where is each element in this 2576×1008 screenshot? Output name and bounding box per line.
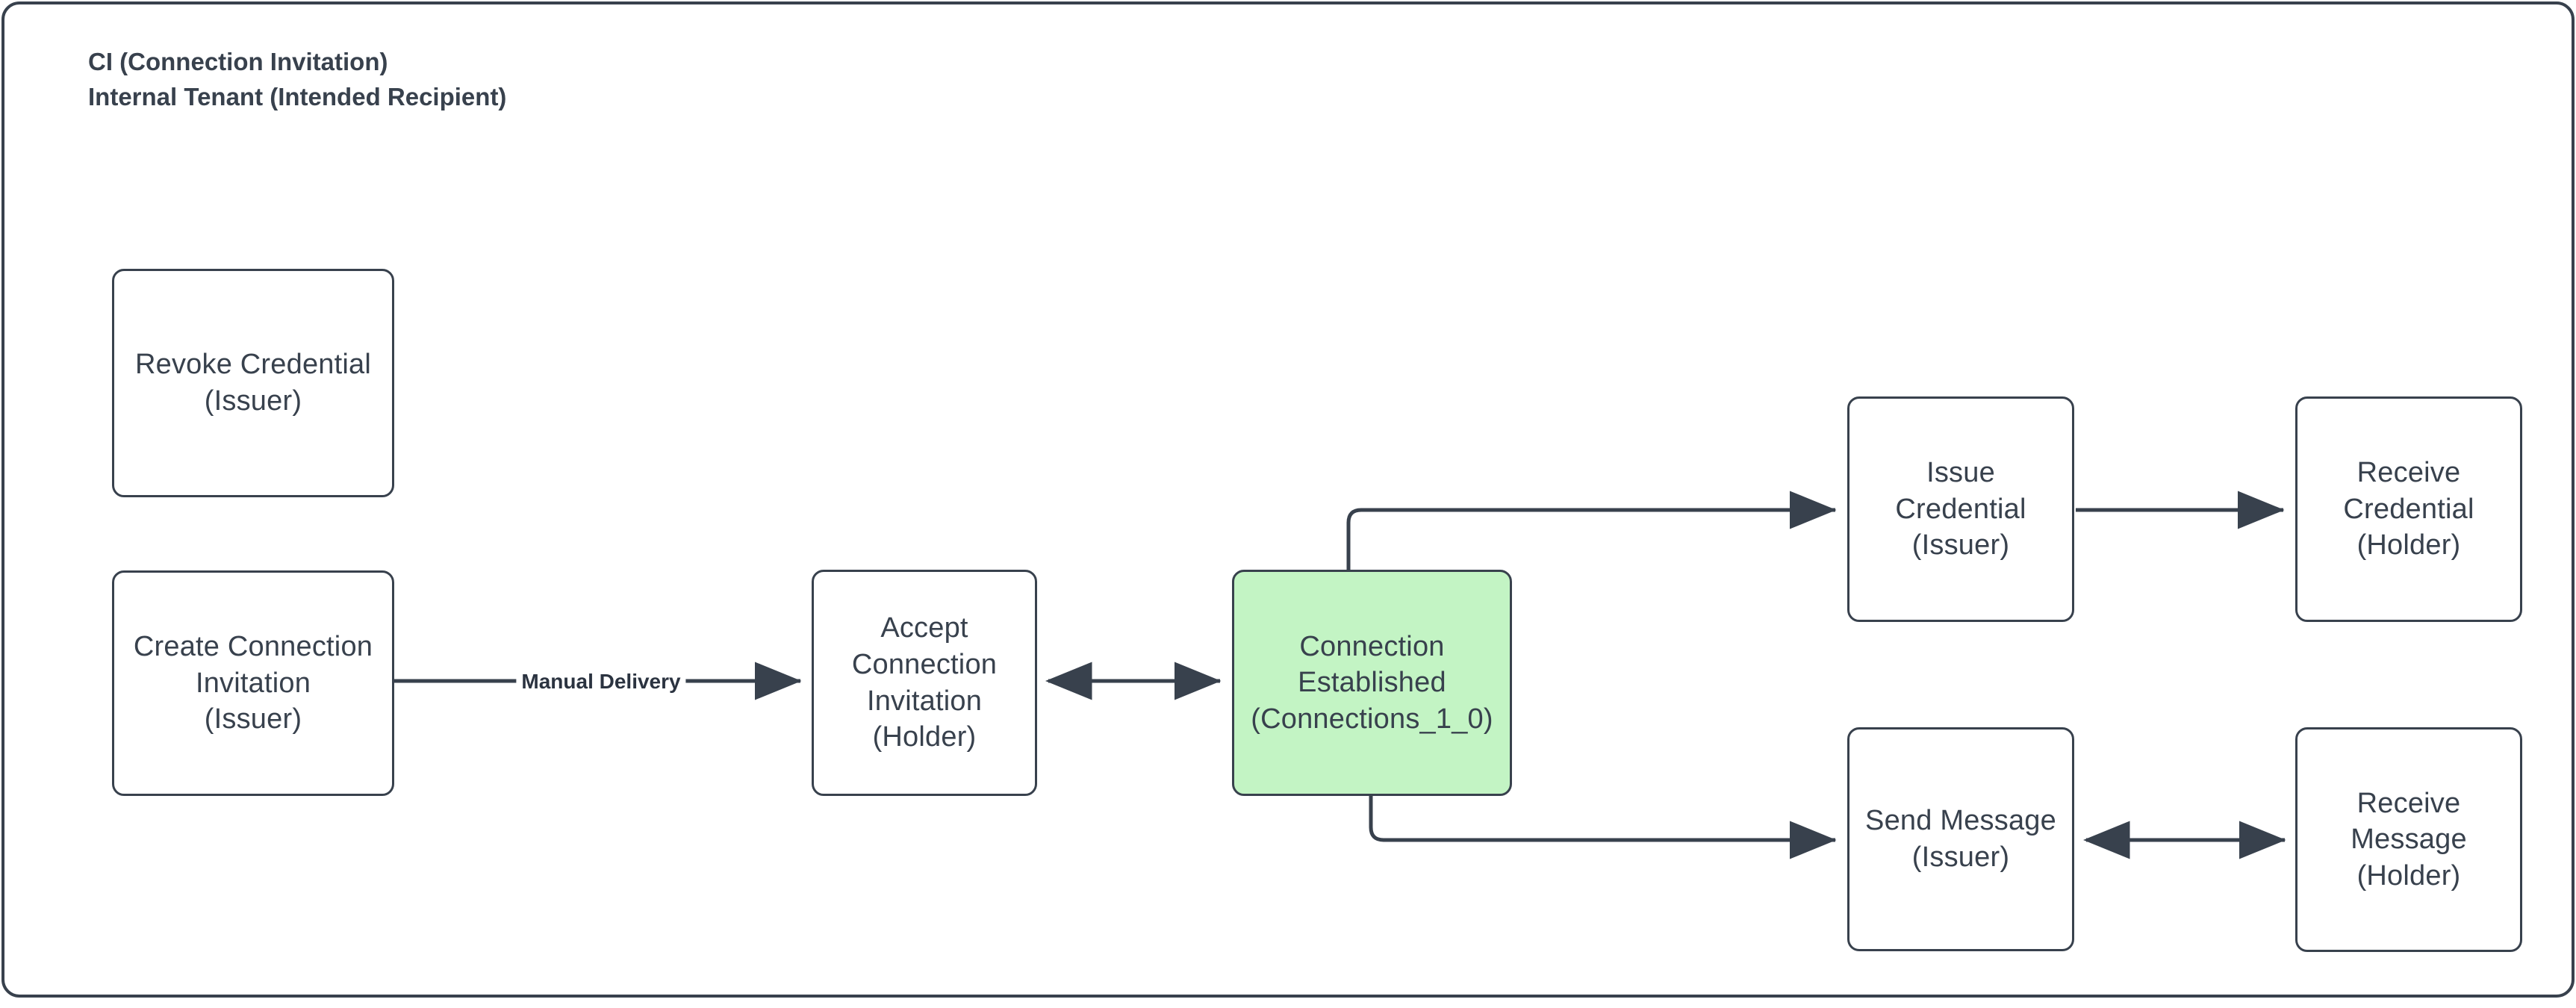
node-create-connection-invitation[interactable]: Create Connection Invitation (Issuer) xyxy=(112,570,394,796)
node-connection-established[interactable]: Connection Established (Connections_1_0) xyxy=(1232,570,1512,796)
node-label-accept-connection-invitation: Accept Connection Invitation (Holder) xyxy=(851,612,998,753)
node-label-revoke-credential: Revoke Credential (Issuer) xyxy=(134,349,371,417)
diagram-title: CI (Connection Invitation) Internal Tena… xyxy=(88,48,507,111)
connector-established-to-issue-credential xyxy=(1346,491,1837,570)
node-send-message[interactable]: Send Message (Issuer) xyxy=(1847,727,2074,951)
node-accept-connection-invitation[interactable]: Accept Connection Invitation (Holder) xyxy=(812,570,1037,796)
node-issue-credential[interactable]: Issue Credential (Issuer) xyxy=(1847,396,2074,622)
node-receive-credential[interactable]: Receive Credential (Holder) xyxy=(2295,396,2522,622)
node-revoke-credential[interactable]: Revoke Credential (Issuer) xyxy=(112,269,394,497)
node-label-create-connection-invitation: Create Connection Invitation (Issuer) xyxy=(133,631,373,735)
connector-established-to-send-message xyxy=(1369,795,1837,859)
edge-label-manual-delivery: Manual Delivery xyxy=(516,668,686,695)
node-label-issue-credential: Issue Credential (Issuer) xyxy=(1895,457,2026,561)
node-label-receive-message: Receive Message (Holder) xyxy=(2351,787,2467,892)
node-label-receive-credential: Receive Credential (Holder) xyxy=(2343,457,2474,561)
node-label-send-message: Send Message (Issuer) xyxy=(1865,805,2056,873)
node-receive-message[interactable]: Receive Message (Holder) xyxy=(2295,727,2522,952)
node-label-connection-established: Connection Established (Connections_1_0) xyxy=(1251,630,1493,735)
